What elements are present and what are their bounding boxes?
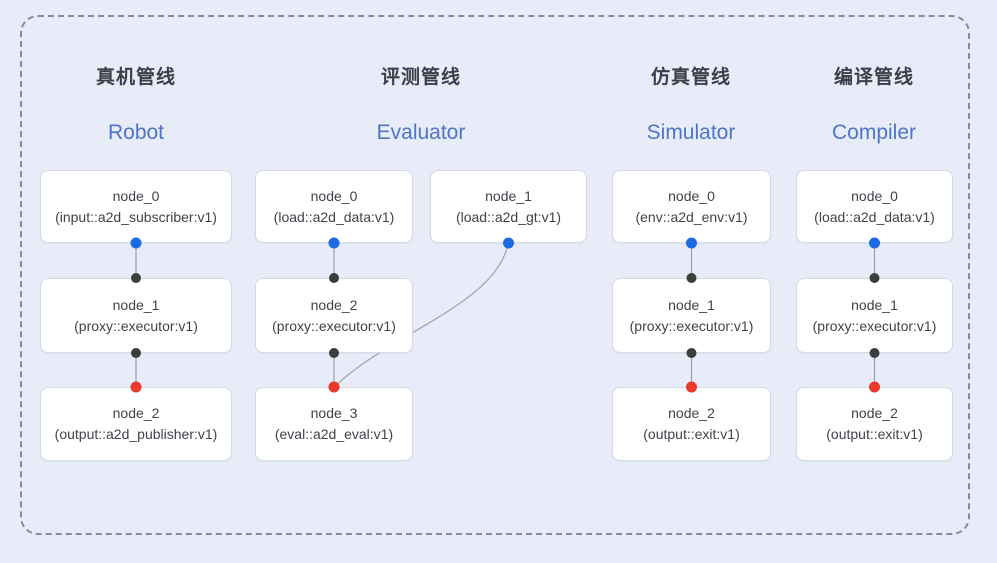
node-impl: (input::a2d_subscriber:v1) (55, 208, 217, 225)
compiler-title-zh: 编译管线 (833, 67, 914, 88)
node-name: node_0 (668, 187, 715, 204)
compiler-node-1: node_1 (proxy::executor:v1) (796, 278, 953, 353)
evaluator-title-zh: 评测管线 (380, 67, 461, 88)
node-name: node_0 (851, 187, 898, 204)
robot-node-0: node_0 (input::a2d_subscriber:v1) (40, 170, 232, 243)
node-impl: (load::a2d_data:v1) (273, 208, 395, 225)
node-name: node_1 (851, 296, 898, 313)
node-name: node_1 (112, 296, 160, 313)
simulator-node-1: node_1 (proxy::executor:v1) (612, 278, 771, 353)
simulator-title-en: Simulator (646, 121, 736, 144)
node-impl: (env::a2d_env:v1) (635, 208, 748, 225)
node-impl: (proxy::executor:v1) (812, 317, 937, 334)
evaluator-node-3: node_3 (eval::a2d_eval:v1) (255, 387, 413, 461)
node-impl: (eval::a2d_eval:v1) (274, 426, 394, 442)
node-impl: (load::a2d_gt:v1) (455, 208, 562, 225)
robot-title-zh: 真机管线 (95, 67, 176, 88)
compiler-node-0: node_0 (load::a2d_data:v1) (796, 170, 953, 243)
node-name: node_0 (112, 187, 160, 204)
node-name: node_3 (310, 405, 358, 421)
node-impl: (proxy::executor:v1) (272, 317, 396, 334)
node-name: node_2 (310, 296, 358, 313)
node-impl: (proxy::executor:v1) (74, 317, 198, 334)
robot-title-en: Robot (107, 121, 165, 144)
node-name: node_1 (668, 296, 715, 313)
evaluator-node-1: node_1 (load::a2d_gt:v1) (430, 170, 587, 243)
node-impl: (load::a2d_data:v1) (814, 208, 935, 225)
compiler-node-2: node_2 (output::exit:v1) (796, 387, 953, 461)
node-impl: (output::a2d_publisher:v1) (54, 426, 218, 442)
simulator-node-2: node_2 (output::exit:v1) (612, 387, 771, 461)
simulator-title-zh: 仿真管线 (650, 67, 731, 88)
evaluator-title-en: Evaluator (376, 121, 466, 144)
robot-node-2: node_2 (output::a2d_publisher:v1) (40, 387, 232, 461)
robot-node-1: node_1 (proxy::executor:v1) (40, 278, 232, 353)
node-name: node_2 (668, 405, 715, 421)
node-impl: (proxy::executor:v1) (629, 317, 754, 334)
simulator-node-0: node_0 (env::a2d_env:v1) (612, 170, 771, 243)
evaluator-node-2: node_2 (proxy::executor:v1) (255, 278, 413, 353)
node-name: node_0 (310, 187, 358, 204)
node-name: node_1 (485, 187, 532, 204)
dashed-frame (20, 15, 970, 535)
node-name: node_2 (112, 405, 160, 421)
node-impl: (output::exit:v1) (826, 426, 923, 442)
node-name: node_2 (851, 405, 898, 421)
compiler-title-en: Compiler (831, 121, 917, 144)
node-impl: (output::exit:v1) (643, 426, 740, 442)
evaluator-node-0: node_0 (load::a2d_data:v1) (255, 170, 413, 243)
